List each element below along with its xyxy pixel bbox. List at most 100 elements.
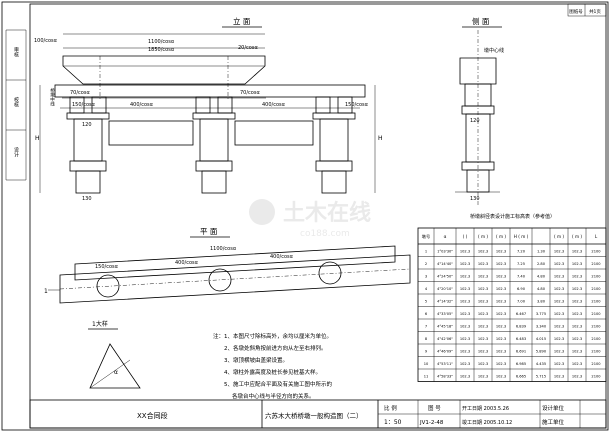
table-cell: 102.3 — [478, 250, 488, 254]
plan-cap-outline — [74, 245, 396, 281]
table-cell: 2.80 — [537, 262, 546, 266]
table-cell: 102.3 — [478, 275, 488, 279]
table-cell: 1 — [425, 250, 427, 254]
pier-columns — [66, 96, 356, 194]
table-cell: 102.3 — [554, 287, 564, 291]
elevation-h-left: H — [35, 135, 40, 142]
table-cell: 4°20'10" — [437, 287, 453, 291]
table-header-cell: ( m ) — [478, 234, 488, 239]
cap-beam — [62, 55, 266, 85]
table-cell: 102.3 — [554, 350, 564, 354]
table-cell: 102.3 — [478, 300, 488, 304]
plan-column-3 — [318, 261, 342, 285]
table-header-cell: H ( m ) — [514, 234, 529, 239]
table-cell: 102.3 — [496, 312, 506, 316]
table-cell: 102.3 — [478, 362, 488, 366]
side-view: 侧 面 墩中心线 120 130 — [455, 16, 504, 205]
detail-view: 1大样 α — [88, 320, 141, 389]
table-header-cell: α — [444, 234, 447, 239]
table-cell: 102.3 — [478, 312, 488, 316]
table-cell: 10 — [424, 362, 429, 366]
note-3: 3、墩顶横坡由盖梁设置。 — [224, 356, 288, 364]
table-cell: 4°45'18" — [437, 325, 453, 329]
table-cell: 2100 — [591, 250, 601, 254]
elevation-dim-total: 1850/cosα — [148, 47, 175, 53]
table-cell: 102.3 — [460, 325, 470, 329]
drawing-no-value: JV1-2-48 — [419, 420, 444, 426]
table-cell: 2100 — [591, 350, 601, 354]
table-cell: 102.3 — [572, 375, 582, 379]
table-cell: 102.3 — [460, 300, 470, 304]
table-cell: 2100 — [591, 312, 601, 316]
table-cell: 102.3 — [572, 325, 582, 329]
table-cell: 2100 — [591, 300, 601, 304]
side-view-dim-col: 120 — [470, 118, 480, 124]
watermark: 土木在线 co188.com — [249, 199, 371, 239]
table-cell: 6.691 — [516, 350, 526, 354]
plan-dim-right: 400/cosα — [270, 254, 294, 260]
elevation-dim-side-right: 70/cosα — [240, 90, 260, 96]
watermark-brand: 土木在线 — [283, 200, 371, 226]
detail-triangle — [89, 343, 141, 389]
table-cell: 102.3 — [478, 350, 488, 354]
elevation-title: 立 面 — [233, 16, 251, 26]
table-cell: 102.3 — [496, 275, 506, 279]
table-cell: 7 — [425, 325, 427, 329]
table-cell: 7.40 — [517, 275, 526, 279]
corner-tag-value: 共1页 — [589, 8, 601, 15]
table-cell: 102.3 — [572, 275, 582, 279]
table-cell: 2100 — [591, 362, 601, 366]
company-name: XX合同段 — [137, 411, 168, 420]
table-cell: 102.3 — [554, 300, 564, 304]
corner-tag-label: 图纸号 — [569, 8, 583, 15]
table-cell: 102.3 — [478, 375, 488, 379]
table-cell: 4 — [425, 287, 428, 291]
elevation-dim-side-left: 70/cosα — [70, 90, 90, 96]
plan-column-1 — [96, 274, 120, 298]
table-cell: 5.890 — [536, 350, 547, 354]
side-view-axis-label: 墩中心线 — [484, 47, 504, 54]
table-cell: 102.3 — [496, 375, 506, 379]
table-cell: 2 — [425, 262, 427, 266]
margin-label-2: 校核 — [13, 96, 19, 108]
elevation-side-label: 桥墩中线 — [50, 87, 55, 107]
table-cell: 102.3 — [478, 325, 488, 329]
table-cell: 102.3 — [572, 312, 582, 316]
table-cell: 102.3 — [460, 250, 470, 254]
table-cell: 102.3 — [554, 312, 564, 316]
corner-tag: 图纸号 共1页 — [567, 3, 607, 17]
table-header-cell: ( m ) — [496, 234, 506, 239]
plan-dim-left: 150/cosα — [95, 264, 119, 270]
table-header-cell: ( m ) — [572, 234, 582, 239]
table-cell: 3.340 — [536, 325, 547, 329]
table-cell: 2100 — [591, 275, 601, 279]
scale-label: 比 例 — [384, 404, 397, 412]
left-margin: 审核 校核 设计 — [5, 29, 27, 181]
table-cell: 102.3 — [572, 287, 582, 291]
margin-label-3: 设计 — [13, 146, 19, 158]
notes: 注：1、本图尺寸除标高外，余均以厘米为单位。 2、各墩处斜角按前进方向从左至右排… — [213, 332, 333, 400]
table-cell: 2100 — [591, 262, 601, 266]
table-cell: 102.3 — [554, 337, 564, 341]
scale-value: 1：50 — [384, 419, 402, 426]
plan-column-2 — [208, 268, 232, 292]
table-cell: 4°53'11" — [437, 362, 453, 366]
table-cell: 4°33'05" — [437, 312, 453, 316]
table-cell: 102.3 — [478, 262, 488, 266]
table-cell: 4.015 — [536, 337, 546, 341]
builder-label: 施工单位 — [542, 418, 565, 426]
table-cell: 102.3 — [460, 362, 470, 366]
table-cell: 102.3 — [572, 350, 582, 354]
table-cell: 102.3 — [554, 250, 564, 254]
table-cell: 102.3 — [460, 337, 470, 341]
elevation-dim-top-left: 100/cosα — [34, 38, 58, 44]
table-cell: 102.3 — [572, 300, 582, 304]
table-cell: 102.3 — [572, 262, 582, 266]
table-cell: 6.90 — [517, 287, 526, 291]
table-cell: 4°24'50" — [437, 275, 453, 279]
elevation-dim-bot-right: 150/cosα — [345, 102, 369, 108]
elevation-dim-foot: 130 — [82, 196, 92, 202]
